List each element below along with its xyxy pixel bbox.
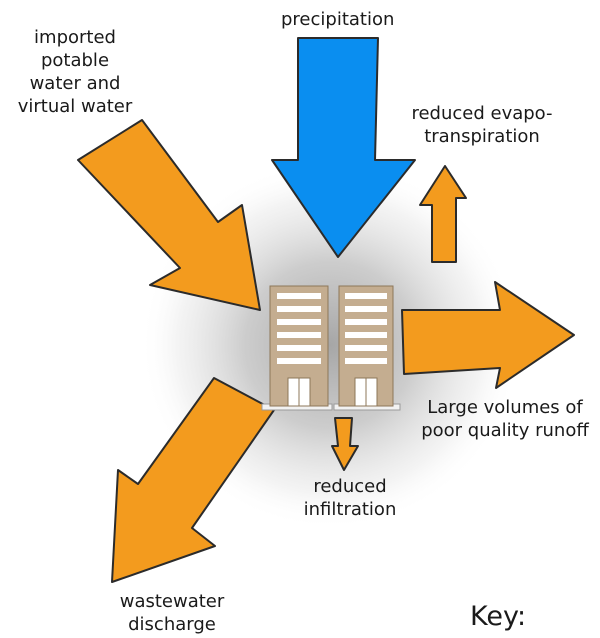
evapotranspiration-label-line-2: transpiration	[424, 126, 540, 147]
infiltration-arrow	[331, 417, 359, 471]
runoff-label-line-1: Large volumes of	[427, 397, 583, 418]
runoff-label: Large volumes of poor quality runoff	[412, 396, 598, 442]
building-left	[269, 285, 329, 407]
precipitation-label: precipitation	[281, 9, 395, 30]
runoff-label-line-2: poor quality runoff	[421, 420, 589, 441]
imported-water-label-line-3: water and	[29, 73, 121, 94]
imported-water-label-line-1: imported	[34, 27, 116, 48]
infiltration-label: reduced infiltration	[290, 475, 410, 521]
imported-water-label-line-2: potable	[40, 50, 110, 71]
wastewater-label: wastewater discharge	[112, 590, 232, 636]
infiltration-label-line-1: reduced	[313, 476, 387, 497]
imported-water-label-line-4: virtual water	[17, 96, 133, 117]
imported-water-arrow	[77, 119, 261, 311]
precipitation-arrow	[271, 37, 416, 258]
wastewater-arrow	[111, 377, 275, 583]
runoff-arrow	[401, 281, 575, 389]
evapotranspiration-arrow	[419, 165, 467, 263]
wastewater-label-line-2: discharge	[128, 614, 216, 635]
infiltration-label-line-2: infiltration	[303, 499, 397, 520]
imported-water-label: imported potable water and virtual water	[0, 26, 150, 118]
evapotranspiration-label-line-1: reduced evapo-	[411, 103, 553, 124]
wastewater-label-line-1: wastewater	[119, 591, 225, 612]
building-right	[338, 285, 394, 407]
key-label: Key:	[470, 601, 527, 632]
evapotranspiration-label: reduced evapo- transpiration	[392, 102, 572, 148]
